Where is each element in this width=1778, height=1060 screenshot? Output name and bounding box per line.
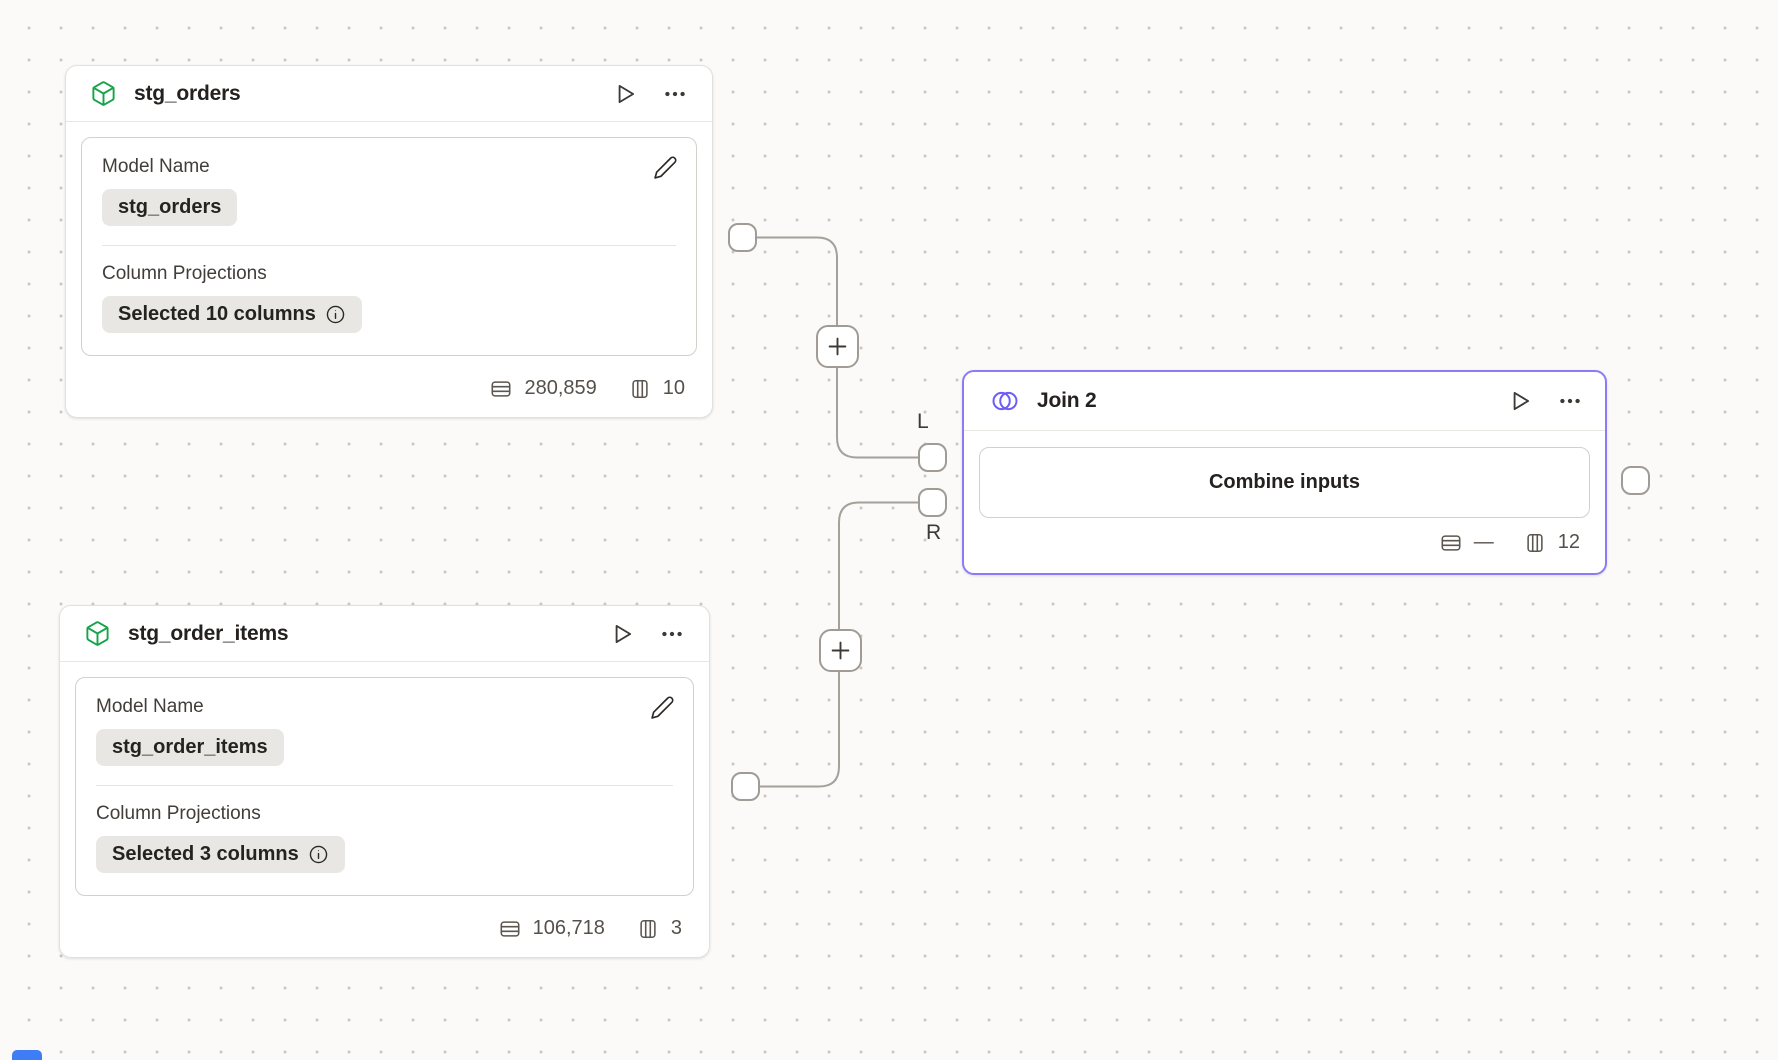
- left-port-label: L: [917, 410, 929, 433]
- package-icon: [84, 620, 111, 647]
- run-node-button[interactable]: [607, 619, 637, 649]
- node-title: stg_orders: [134, 81, 241, 105]
- node-stg-orders[interactable]: stg_orders: [65, 65, 713, 418]
- table-columns-icon: [629, 378, 651, 400]
- column-projections-text: Selected 3 columns: [112, 843, 299, 865]
- table-rows-icon: [499, 918, 521, 940]
- offscreen-blue-node-fragment[interactable]: [12, 1050, 42, 1060]
- column-count: 12: [1557, 531, 1580, 553]
- node-config-card: Model Name stg_orders Column Projections…: [81, 137, 697, 356]
- column-count-stat: 3: [637, 917, 682, 940]
- model-name-value[interactable]: stg_order_items: [96, 729, 284, 766]
- add-step-button-top-edge[interactable]: [816, 325, 859, 368]
- info-circle-icon[interactable]: [325, 304, 346, 325]
- table-columns-icon: [1524, 532, 1546, 554]
- row-count-stat: 106,718: [499, 917, 605, 940]
- column-count-stat: 10: [629, 377, 685, 400]
- table-columns-icon: [637, 918, 659, 940]
- model-name-label: Model Name: [102, 156, 210, 177]
- model-name-label: Model Name: [96, 696, 204, 717]
- node-header: stg_order_items: [60, 606, 709, 662]
- model-name-text: stg_orders: [118, 196, 222, 218]
- combine-inputs-button[interactable]: Combine inputs: [979, 447, 1590, 518]
- column-count: 10: [662, 377, 685, 399]
- column-projections-text: Selected 10 columns: [118, 303, 316, 325]
- table-rows-icon: [1440, 532, 1462, 554]
- card-divider: [96, 785, 673, 786]
- column-projections-value[interactable]: Selected 10 columns: [102, 296, 362, 333]
- column-projections-label: Column Projections: [102, 263, 267, 284]
- column-count-stat: 12: [1524, 531, 1580, 554]
- column-projections-label: Column Projections: [96, 803, 261, 824]
- run-node-button[interactable]: [1505, 386, 1535, 416]
- row-count: 280,859: [524, 377, 597, 399]
- join-right-input-port[interactable]: [918, 488, 947, 517]
- model-name-text: stg_order_items: [112, 736, 268, 758]
- node-join-2[interactable]: Join 2 Combine inputs: [962, 370, 1607, 575]
- add-step-button-bottom-edge[interactable]: [819, 629, 862, 672]
- join-output-port[interactable]: [1621, 466, 1650, 495]
- run-node-button[interactable]: [610, 79, 640, 109]
- join-left-input-port[interactable]: [918, 443, 947, 472]
- venn-circles-icon: [990, 386, 1020, 416]
- node-stg-order-items[interactable]: stg_order_items: [59, 605, 710, 958]
- node-menu-button[interactable]: [657, 619, 687, 649]
- column-count: 3: [670, 917, 682, 939]
- node-header: stg_orders: [66, 66, 712, 122]
- node-title: Join 2: [1037, 389, 1097, 412]
- node-stats: 106,718 3: [60, 906, 709, 957]
- node-config-card: Model Name stg_order_items Column Projec…: [75, 677, 694, 896]
- node-menu-button[interactable]: [1555, 386, 1585, 416]
- node-stats: — 12: [964, 518, 1605, 573]
- node-title: stg_order_items: [128, 621, 289, 645]
- edit-icon[interactable]: [650, 695, 675, 723]
- row-count: —: [1473, 531, 1494, 553]
- model-name-value[interactable]: stg_orders: [102, 189, 238, 226]
- info-circle-icon[interactable]: [308, 844, 329, 865]
- column-projections-value[interactable]: Selected 3 columns: [96, 836, 345, 873]
- package-icon: [90, 80, 117, 107]
- node-header: Join 2: [964, 372, 1605, 431]
- right-port-label: R: [926, 521, 942, 544]
- output-port-stg-orders[interactable]: [728, 223, 757, 252]
- node-stats: 280,859 10: [66, 366, 712, 417]
- node-menu-button[interactable]: [660, 79, 690, 109]
- edit-icon[interactable]: [653, 155, 678, 183]
- output-port-stg-order-items[interactable]: [731, 772, 760, 801]
- table-rows-icon: [490, 378, 512, 400]
- card-divider: [102, 245, 676, 246]
- row-count-stat: —: [1440, 531, 1494, 554]
- row-count-stat: 280,859: [490, 377, 597, 400]
- row-count: 106,718: [532, 917, 605, 939]
